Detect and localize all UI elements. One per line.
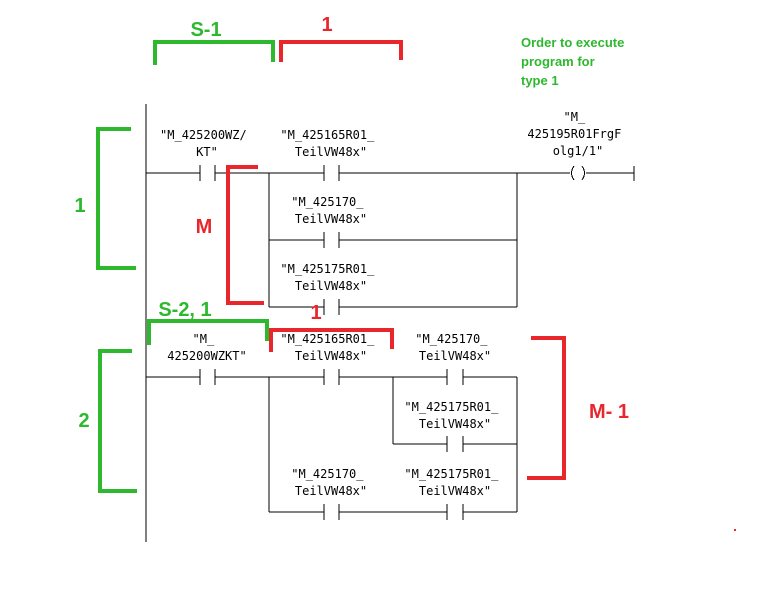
contact-m425170-2 xyxy=(446,369,464,385)
bracket-1-rung-2 xyxy=(269,328,394,352)
label-s2: S-2, 1 xyxy=(158,299,211,321)
contact-label-m425175r01: "M_425175R01_ TeilVW48x" xyxy=(280,262,381,293)
bracket-s1 xyxy=(153,40,275,65)
contact-m425200wzkt xyxy=(199,165,216,181)
contact-m425200wzkt-2 xyxy=(199,369,216,385)
bracket-rung-2 xyxy=(98,349,137,493)
bracket-m1 xyxy=(527,336,566,480)
contact-m425170 xyxy=(323,232,340,248)
contact-m425175r01-2 xyxy=(446,436,464,452)
contact-m425175r01 xyxy=(323,299,340,315)
label-m1: M- 1 xyxy=(589,401,629,423)
label-1-mid: 1 xyxy=(310,302,321,324)
order-note: Order to execute program for type 1 xyxy=(521,35,628,88)
rung-2: "M_ 425200WZKT" "M_425165R01_ TeilVW48x"… xyxy=(146,332,518,520)
contact-m425165r01-2 xyxy=(323,369,340,385)
bracket-s2 xyxy=(147,319,269,345)
label-m: M xyxy=(196,216,213,238)
contact-label-m425200wzkt: "M_425200WZ/ KT" xyxy=(160,128,254,159)
coil-m425195r01 xyxy=(571,165,585,181)
contact-label-m425170: "M_425170_ TeilVW48x" xyxy=(291,195,370,226)
bracket-rung-1 xyxy=(96,127,136,270)
label-s1: S-1 xyxy=(190,19,221,41)
annotation-layer: S-1 1 Order to execute program for type … xyxy=(74,14,736,531)
rung-1: "M_425200WZ/ KT" "M_425165R01_ TeilVW48x… xyxy=(146,110,635,315)
contact-m425165r01 xyxy=(323,165,340,181)
contact-m425170-3 xyxy=(323,504,340,520)
contact-label-m425170-2: "M_425170_ TeilVW48x" xyxy=(415,332,494,363)
contact-label-m425200wzkt-2: "M_ 425200WZKT" xyxy=(167,332,246,363)
bracket-m xyxy=(226,165,264,305)
stray-mark xyxy=(734,529,736,531)
label-rung-2: 2 xyxy=(78,410,89,432)
label-rung-1: 1 xyxy=(74,195,85,217)
contact-m425175r01-3 xyxy=(446,504,464,520)
coil-label-m425195r01: "M_ 425195R01FrgF olg1/1" xyxy=(527,110,628,158)
contact-label-m425175r01-3: "M_425175R01_ TeilVW48x" xyxy=(404,467,505,498)
bracket-1-top xyxy=(279,40,403,62)
contact-label-m425165r01-2: "M_425165R01_ TeilVW48x" xyxy=(280,332,381,363)
contact-label-m425175r01-2: "M_425175R01_ TeilVW48x" xyxy=(404,400,505,431)
label-1-top: 1 xyxy=(321,14,332,36)
contact-label-m425165r01: "M_425165R01_ TeilVW48x" xyxy=(280,128,381,159)
contact-label-m425170-3: "M_425170_ TeilVW48x" xyxy=(291,467,370,498)
